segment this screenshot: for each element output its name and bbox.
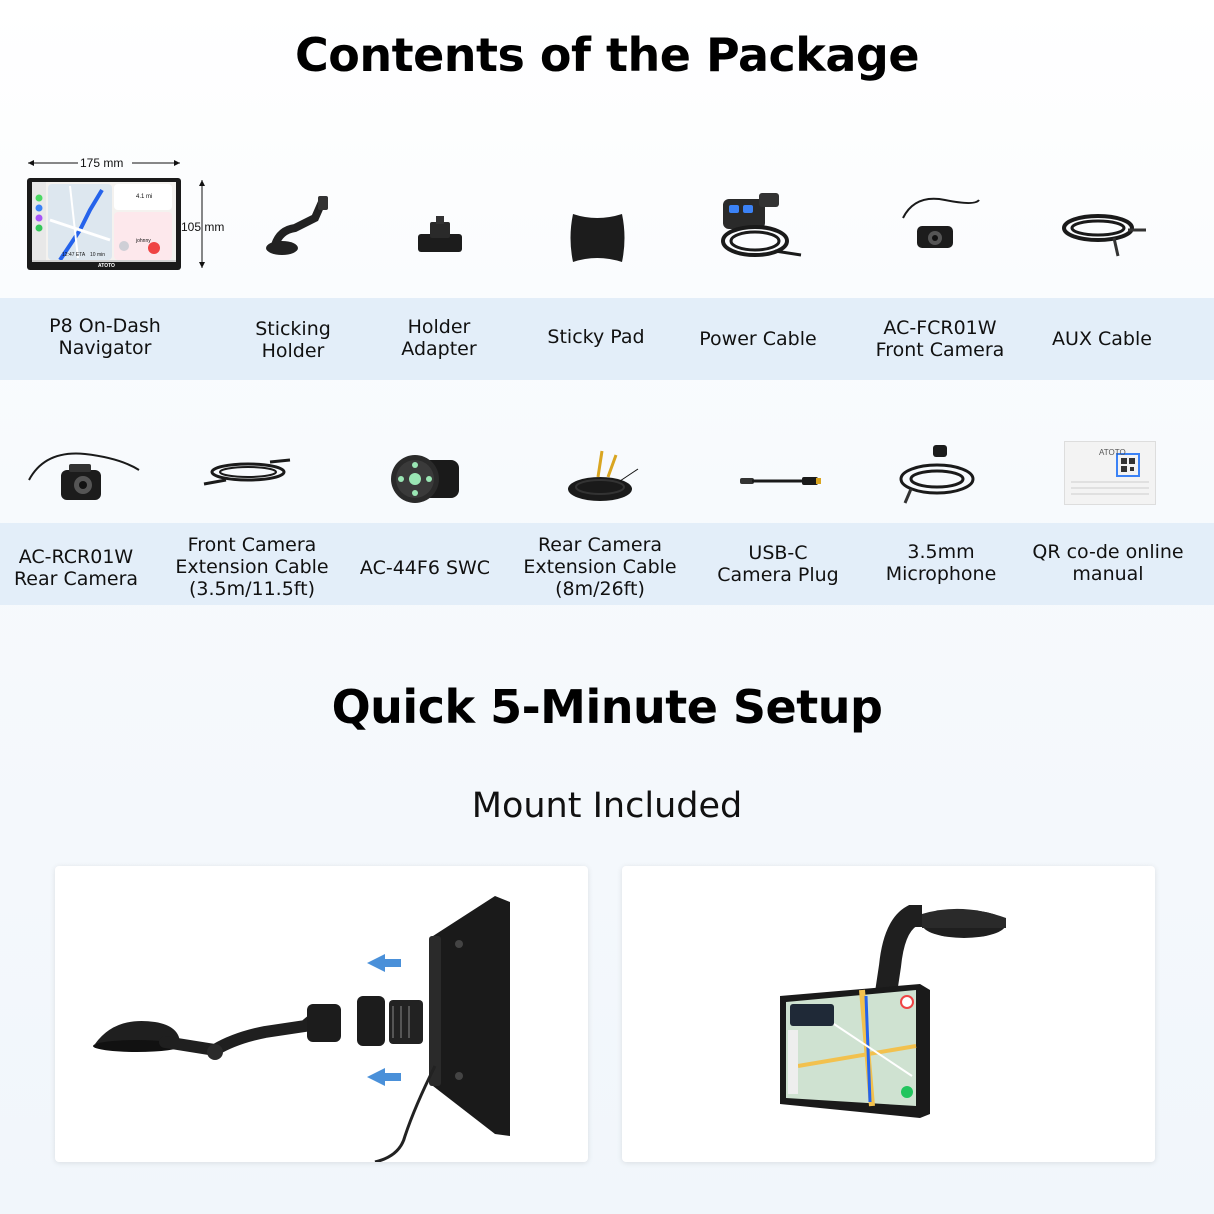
power-cable-item bbox=[715, 185, 805, 270]
sticking-holder-icon bbox=[266, 196, 328, 255]
label-line-1: USB-C bbox=[748, 542, 808, 564]
aux-cable-icon bbox=[1062, 214, 1146, 257]
label-rear-extension-cable: Rear Camera Extension Cable (8m/26ft) bbox=[523, 534, 676, 600]
label-line-2: Holder bbox=[261, 340, 325, 362]
row2-label-band bbox=[0, 523, 1214, 605]
front-camera-icon bbox=[902, 197, 980, 248]
label-usb-c-plug: USB-C Camera Plug bbox=[717, 542, 838, 586]
label-swc: AC-44F6 SWC bbox=[360, 557, 490, 579]
label-line-2: Rear Camera bbox=[13, 568, 139, 590]
screen-duration-text: 10 min bbox=[90, 252, 106, 258]
label-line-1: AC-RCR01W bbox=[18, 546, 134, 568]
label-line-1: AC-FCR01W bbox=[883, 317, 997, 339]
screen-distance-text: 4.1 mi bbox=[136, 194, 153, 200]
steering-wheel-control-icon bbox=[391, 455, 459, 503]
usb-c-plug-item bbox=[738, 470, 823, 497]
label-line-2: Extension Cable bbox=[175, 556, 329, 578]
label-qr-manual: QR co-de online manual bbox=[1032, 541, 1183, 585]
microphone-icon bbox=[899, 445, 975, 504]
navigator-device-icon bbox=[27, 160, 205, 270]
rear-camera-item bbox=[25, 440, 145, 515]
mount-exploded-illustration bbox=[93, 896, 510, 1164]
label-line-1: Holder bbox=[407, 316, 471, 338]
label-aux-cable: AUX Cable bbox=[1052, 328, 1152, 350]
label-line-1: P8 On-Dash bbox=[49, 315, 161, 337]
rear-extension-cable-icon bbox=[568, 450, 639, 501]
mount-exploded-card bbox=[55, 866, 588, 1164]
navigator-device-item: 175 mm 105 mm 4.1 mi johnny 12:47 ETA 10… bbox=[20, 150, 235, 275]
label-holder-adapter: Holder Adapter bbox=[401, 316, 476, 360]
mount-assembled-card bbox=[622, 866, 1155, 1162]
label-microphone: 3.5mm Microphone bbox=[886, 541, 997, 585]
label-line-1: 3.5mm bbox=[907, 541, 975, 563]
swc-item bbox=[385, 448, 465, 515]
mount-assembled-illustration bbox=[780, 905, 1006, 1118]
power-cable-icon bbox=[721, 193, 802, 257]
label-line-1: QR co-de online bbox=[1032, 541, 1184, 563]
label-p8-navigator: P8 On-Dash Navigator bbox=[49, 315, 161, 359]
label-rear-camera: AC-RCR01W Rear Camera bbox=[14, 546, 138, 590]
label-line-3: (8m/26ft) bbox=[555, 578, 645, 600]
row1-label-band bbox=[0, 298, 1214, 380]
qr-manual-item: ATOTO bbox=[1064, 441, 1156, 505]
label-line-1: Sticky Pad bbox=[547, 326, 645, 348]
manual-brand-text: ATOTO bbox=[1099, 448, 1126, 457]
width-dimension-label: 175 mm bbox=[80, 156, 124, 170]
mount-subheading: Mount Included bbox=[471, 786, 743, 826]
label-line-2: Navigator bbox=[58, 337, 152, 359]
holder-adapter-item bbox=[410, 212, 470, 267]
microphone-item bbox=[895, 443, 985, 510]
device-brand-text: ATOTO bbox=[98, 263, 115, 269]
label-line-1: Sticking bbox=[255, 318, 331, 340]
label-sticking-holder: Sticking Holder bbox=[255, 318, 331, 362]
label-front-extension-cable: Front Camera Extension Cable (3.5m/11.5f… bbox=[175, 534, 328, 600]
aux-cable-item bbox=[1058, 200, 1153, 265]
height-dimension-label: 105 mm bbox=[181, 220, 225, 234]
label-line-1: AC-44F6 SWC bbox=[359, 557, 491, 579]
contents-heading: Contents of the Package bbox=[294, 28, 920, 82]
screen-eta-text: 12:47 ETA bbox=[62, 252, 86, 258]
label-line-2: Microphone bbox=[885, 563, 997, 585]
label-power-cable: Power Cable bbox=[699, 328, 816, 350]
sticky-pad-icon bbox=[570, 214, 625, 262]
rear-camera-icon bbox=[28, 452, 140, 500]
holder-adapter-icon bbox=[418, 216, 462, 252]
front-extension-cable-icon bbox=[203, 458, 291, 486]
label-line-1: AUX Cable bbox=[1052, 328, 1152, 350]
sticky-pad-item bbox=[565, 208, 630, 273]
label-line-3: (3.5m/11.5ft) bbox=[188, 578, 316, 600]
label-line-2: Front Camera bbox=[875, 339, 1005, 361]
front-extension-cable-item bbox=[200, 450, 295, 500]
label-line-1: Power Cable bbox=[699, 328, 817, 350]
sticking-holder-item bbox=[260, 190, 340, 275]
label-line-1: Front Camera bbox=[187, 534, 317, 556]
label-sticky-pad: Sticky Pad bbox=[547, 326, 644, 348]
label-line-2: Adapter bbox=[401, 338, 477, 360]
qr-manual-icon bbox=[1071, 453, 1149, 495]
label-line-1: Rear Camera bbox=[537, 534, 663, 556]
label-line-2: Camera Plug bbox=[717, 564, 839, 586]
label-line-2: manual bbox=[1072, 563, 1144, 585]
label-front-camera: AC-FCR01W Front Camera bbox=[876, 317, 1005, 361]
setup-heading: Quick 5-Minute Setup bbox=[331, 680, 883, 734]
label-line-2: Extension Cable bbox=[523, 556, 677, 578]
rear-extension-cable-item bbox=[560, 445, 645, 512]
front-camera-item bbox=[895, 190, 985, 265]
screen-contact-text: johnny bbox=[136, 238, 151, 244]
usb-c-plug-icon bbox=[740, 477, 821, 485]
